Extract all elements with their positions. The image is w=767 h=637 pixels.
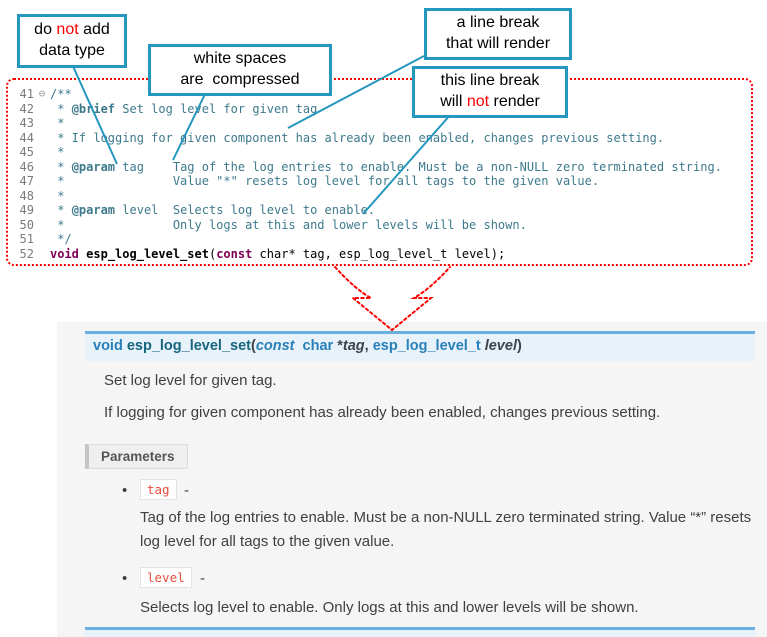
fold-spacer [34,247,50,262]
bullet-icon: • [122,482,128,499]
code-text: * Only logs at this and lower levels wil… [50,217,527,232]
next-signature-partial [85,627,755,637]
code-line: 50 * Only logs at this and lower levels … [8,218,751,233]
line-number: 42 [19,101,34,116]
code-editor: 41⊖/**42 * @brief Set log level for give… [6,78,753,266]
fold-spacer [34,174,50,189]
fold-spacer [34,116,50,131]
callout-text-line: that will render [445,35,551,52]
fold-spacer [34,145,50,160]
fold-spacer [34,232,50,247]
code-line: 52 void esp_log_level_set(const char* tag… [8,247,751,262]
parameters-heading: Parameters [85,444,188,469]
callout-linebreak-not-render: this line break will not render [412,66,568,118]
code-text: * Value "*" resets log level for all tag… [50,174,600,188]
callout-no-datatype: do not add data type [17,14,127,68]
fold-spacer [34,160,50,175]
code-text: * @brief Set log level for given tag [50,101,318,116]
param-desc-level: Selects log level to enable. Only logs a… [140,599,639,616]
code-line: 41 ⊖ /** [8,87,751,102]
function-signature: void esp_log_level_set(const char *tag, … [85,331,755,361]
param-name-tag: tag [140,479,177,500]
signature-segment: * [337,338,343,354]
render-arrow-icon [334,266,451,332]
code-line: 46 * @param tag Tag of the log entries t… [8,160,751,175]
line-number: 50 [19,217,34,232]
line-number: 46 [19,159,34,174]
param-name-level: level [140,567,192,588]
param-dash: - [200,570,205,587]
fold-spacer [34,189,50,204]
line-number: 47 [19,174,34,188]
code-line: 44 * If logging for given component has … [8,131,751,146]
line-number: 51 [19,232,34,246]
code-line: 49 * @param level Selects log level to e… [8,203,751,218]
rendered-docs-panel: void esp_log_level_set(const char *tag, … [57,322,767,637]
callout-linebreak-renders: a line break that will render [424,8,572,60]
line-number: 44 [19,130,34,145]
code-line: 48 * [8,189,751,204]
signature-segment: esp_log_level_set [126,338,251,354]
line-number: 52 [19,246,34,261]
code-line: 43 * [8,116,751,131]
callout-text-line: are compressed [180,71,300,88]
callout-text-line: a line break [456,14,540,32]
fold-spacer [34,102,50,117]
code-line: 42 * @brief Set log level for given tag [8,102,751,117]
fold-collapse-icon: ⊖ [38,87,46,100]
callout-text-line: this line break [440,72,540,90]
line-number: 48 [19,188,34,203]
fold-spacer [34,218,50,233]
code-text: /** [50,87,72,101]
signature-segment: tag [342,338,365,354]
fold-spacer [34,203,50,218]
line-number: 49 [19,203,34,217]
signature-segment: void [93,338,123,354]
description-text: If logging for given component has alrea… [104,404,661,421]
callout-text-line: will not render [440,93,540,110]
fold-spacer [34,131,50,146]
signature-segment: ( [250,338,256,354]
callout-text-line: do not add [34,21,110,39]
param-dash: - [184,482,189,499]
code-line: 45 * [8,145,751,160]
signature-segment: char [294,338,338,354]
callout-whitespace-compressed: white spaces are compressed [148,44,332,96]
line-number: 41 [19,87,34,101]
param-desc-tag: Tag of the log entries to enable. Must b… [140,509,752,550]
signature-segment: , [364,338,373,354]
callout-text-line: white spaces [193,50,287,68]
signature-segment: esp_log_level_t [372,338,485,354]
line-number: 45 [19,145,34,159]
code-text: * If logging for given component has alr… [50,130,665,145]
code-text: */ [50,232,72,246]
code-line: 51 */ [8,232,751,247]
code-text: * [50,145,65,159]
code-line: 47 * Value "*" resets log level for all … [8,174,751,189]
code-text: * [50,116,65,130]
signature-segment: const [255,338,295,354]
signature-segment: level [484,338,517,354]
code-lines: 41⊖/**42 * @brief Set log level for give… [8,87,751,261]
signature-segment: ) [516,338,522,354]
code-text: void esp_log_level_set(const char* tag, … [50,246,506,261]
brief-text: Set log level for given tag. [104,372,277,389]
code-text: * @param level Selects log level to enab… [50,203,376,217]
bullet-icon: • [122,570,128,587]
line-number: 43 [19,116,34,130]
code-text: * @param tag Tag of the log entries to e… [50,159,722,174]
code-text: * [50,188,65,203]
callout-text-line: data type [39,42,105,59]
